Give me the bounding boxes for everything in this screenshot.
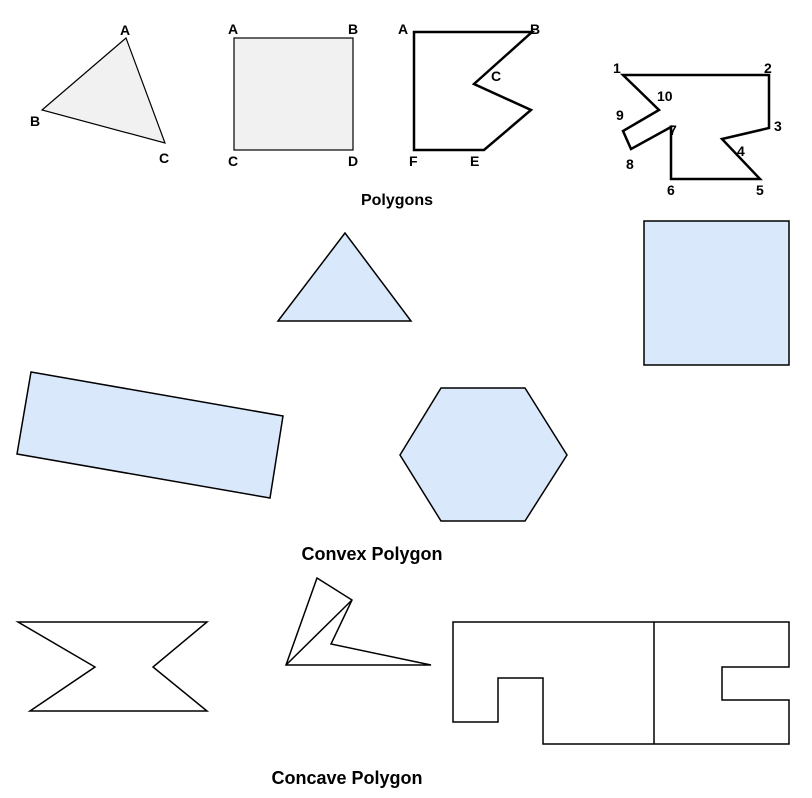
hexagon-vertex-label: C	[491, 68, 501, 84]
hexagon-vertex-label: B	[530, 21, 540, 37]
decagon-vertex-label: 4	[737, 143, 745, 159]
convex-section: Convex Polygon	[16, 220, 790, 564]
hexagon-vertex-label: F	[409, 153, 418, 169]
hexagon-shape	[412, 30, 536, 152]
decagon-vertex-label: 8	[626, 156, 634, 172]
convex-square	[643, 220, 790, 366]
decagon-vertex-label: 7	[669, 122, 677, 138]
triangle-shape	[40, 36, 166, 144]
polygons-section: A B C A B C D A B C F E 1 2 3 4 5	[30, 21, 782, 209]
concave-caption: Concave Polygon	[271, 768, 422, 788]
triangle-vertex-label: B	[30, 113, 40, 129]
convex-caption: Convex Polygon	[301, 544, 442, 564]
convex-rotated-rectangle	[16, 371, 284, 499]
labeled-hexagon: A B C F E	[398, 21, 540, 169]
decagon-vertex-label: 1	[613, 60, 621, 76]
triangle-vertex-label: C	[159, 150, 169, 166]
arrowhead-shape	[284, 576, 432, 666]
decagon-vertex-label: 3	[774, 118, 782, 134]
square-vertex-label: B	[348, 21, 358, 37]
square-vertex-label: D	[348, 153, 358, 169]
arrowhead-inner-edge	[285, 599, 353, 666]
decagon-vertex-label: 6	[667, 182, 675, 198]
decagon-vertex-label: 10	[657, 88, 673, 104]
convex-triangle	[276, 231, 413, 322]
decagon-vertex-label: 9	[616, 107, 624, 123]
triangle-vertex-label: A	[120, 22, 130, 38]
square-vertex-label: C	[228, 153, 238, 169]
concave-section: Concave Polygon	[15, 576, 790, 788]
decagon-shape	[619, 73, 771, 181]
polygons-caption: Polygons	[361, 192, 433, 209]
convex-hexagon	[399, 387, 568, 522]
concave-arrowhead	[284, 576, 432, 666]
concave-bowtie	[15, 621, 210, 712]
decagon-vertex-label: 2	[764, 60, 772, 76]
labeled-triangle: A B C	[30, 22, 169, 166]
notched-shape-outline	[452, 621, 790, 745]
concave-notched-shape	[452, 621, 790, 745]
labeled-decagon: 1 2 3 4 5 6 7 8 9 10	[613, 60, 782, 198]
decagon-vertex-label: 5	[756, 182, 764, 198]
labeled-square: A B C D	[228, 21, 358, 169]
square-vertex-label: A	[228, 21, 238, 37]
hexagon-vertex-label: A	[398, 21, 408, 37]
square-shape	[233, 37, 354, 151]
hexagon-vertex-label: E	[470, 153, 479, 169]
